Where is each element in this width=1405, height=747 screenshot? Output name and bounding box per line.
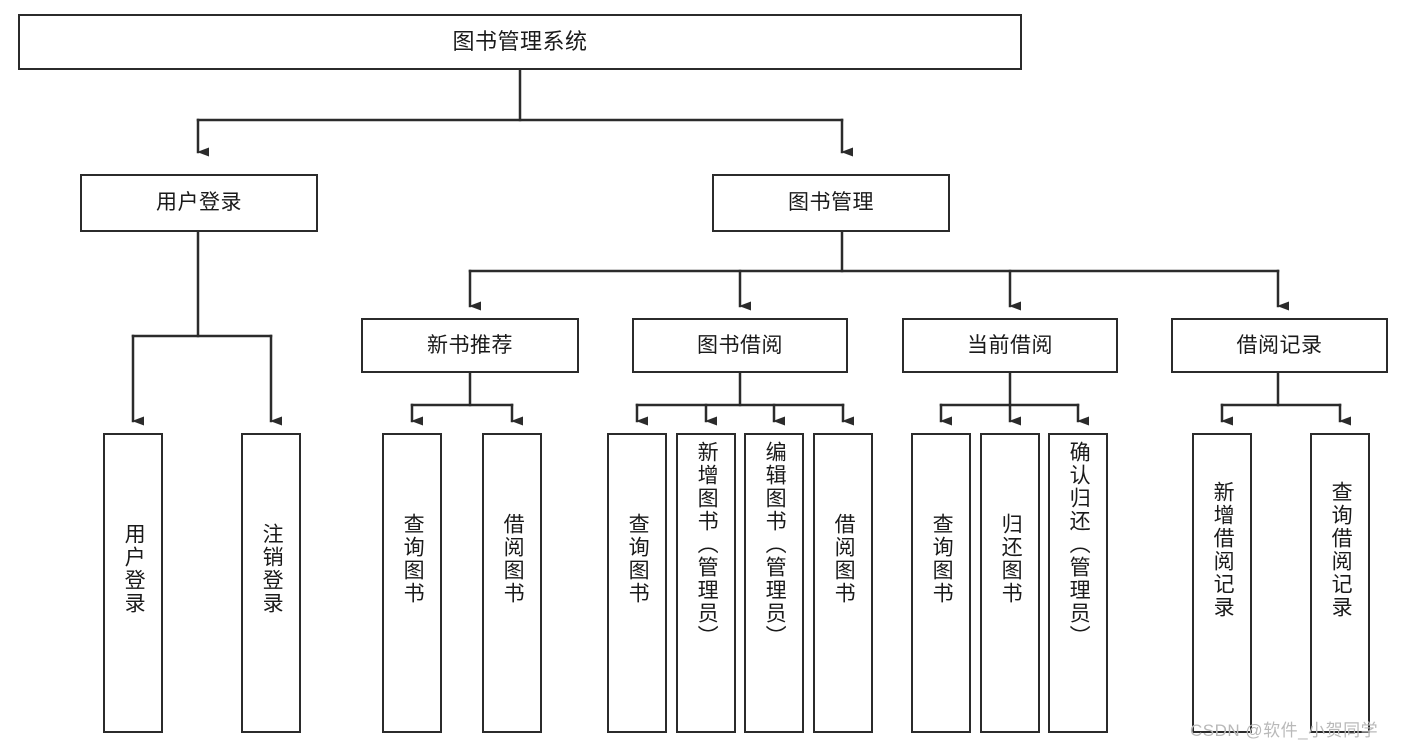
- leaf-logout[interactable]: 注销登录: [241, 433, 301, 733]
- leaf-new-book-borrow[interactable]: 借阅图书: [482, 433, 542, 733]
- node-new-book[interactable]: 新书推荐: [361, 318, 579, 373]
- leaf-query-borrow-record-label: 查询借阅记录: [1329, 481, 1353, 619]
- node-book-borrow[interactable]: 图书借阅: [632, 318, 848, 373]
- leaf-add-book-admin-label: 新增图书（管理员）: [695, 441, 719, 648]
- leaf-confirm-return-admin[interactable]: 确认归还（管理员）: [1048, 433, 1108, 733]
- leaf-borrow-query-book-label: 查询图书: [626, 513, 650, 605]
- leaf-borrow-book[interactable]: 借阅图书: [813, 433, 873, 733]
- leaf-borrow-book-label: 借阅图书: [832, 513, 856, 605]
- leaf-current-query-book-label: 查询图书: [930, 513, 954, 605]
- leaf-return-book-label: 归还图书: [999, 513, 1023, 605]
- leaf-user-login-label: 用户登录: [122, 523, 146, 615]
- leaf-user-login[interactable]: 用户登录: [103, 433, 163, 733]
- leaf-new-book-query-label: 查询图书: [401, 513, 425, 605]
- node-borrow-record[interactable]: 借阅记录: [1171, 318, 1388, 373]
- node-root[interactable]: 图书管理系统: [18, 14, 1022, 70]
- leaf-confirm-return-admin-label: 确认归还（管理员）: [1067, 441, 1091, 648]
- node-current-borrow[interactable]: 当前借阅: [902, 318, 1118, 373]
- node-user-login[interactable]: 用户登录: [80, 174, 318, 232]
- leaf-query-borrow-record[interactable]: 查询借阅记录: [1310, 433, 1370, 733]
- node-borrow-record-label: 借阅记录: [1236, 333, 1323, 357]
- leaf-return-book[interactable]: 归还图书: [980, 433, 1040, 733]
- leaf-edit-book-admin-label: 编辑图书（管理员）: [763, 441, 787, 648]
- node-current-borrow-label: 当前借阅: [967, 333, 1053, 357]
- node-root-label: 图书管理系统: [452, 28, 588, 54]
- leaf-add-book-admin[interactable]: 新增图书（管理员）: [676, 433, 736, 733]
- leaf-new-book-borrow-label: 借阅图书: [501, 513, 525, 605]
- leaf-add-borrow-record-label: 新增借阅记录: [1211, 481, 1235, 619]
- leaf-new-book-query[interactable]: 查询图书: [382, 433, 442, 733]
- node-book-borrow-label: 图书借阅: [697, 333, 783, 357]
- leaf-edit-book-admin[interactable]: 编辑图书（管理员）: [744, 433, 804, 733]
- node-book-manage[interactable]: 图书管理: [712, 174, 950, 232]
- node-book-manage-label: 图书管理: [788, 191, 874, 215]
- leaf-borrow-query-book[interactable]: 查询图书: [607, 433, 667, 733]
- leaf-current-query-book[interactable]: 查询图书: [911, 433, 971, 733]
- node-user-login-label: 用户登录: [156, 191, 242, 215]
- node-new-book-label: 新书推荐: [427, 333, 513, 357]
- leaf-add-borrow-record[interactable]: 新增借阅记录: [1192, 433, 1252, 733]
- leaf-logout-label: 注销登录: [260, 523, 284, 615]
